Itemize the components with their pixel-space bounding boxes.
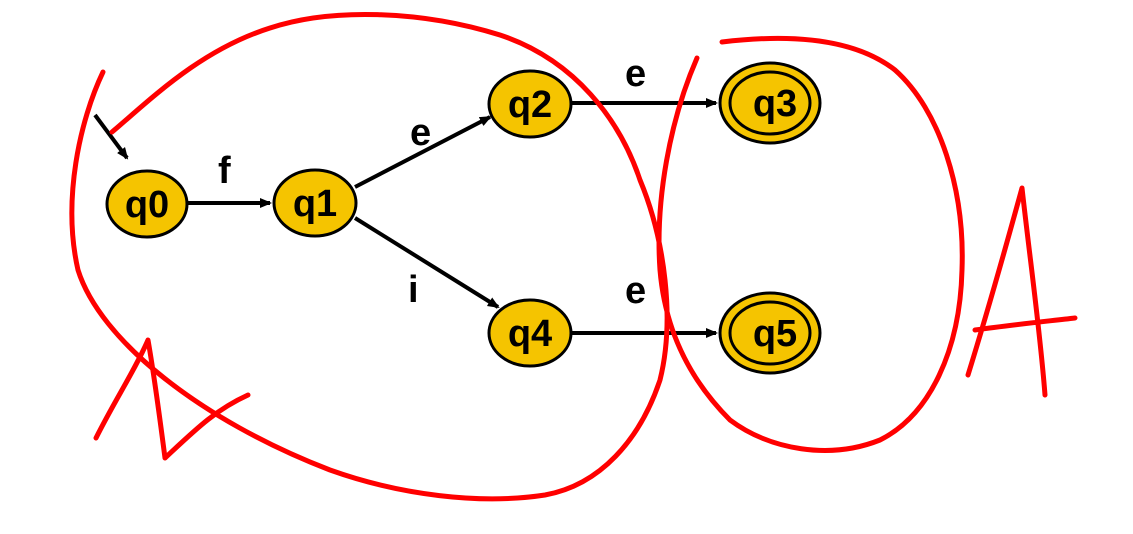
annotation-letter-a (965, 185, 1078, 398)
state-q1: q1 (272, 168, 358, 238)
state-q5: q5 (718, 291, 822, 375)
edge-label-q4-q5: e (625, 270, 646, 312)
state-label-q5: q5 (753, 313, 797, 355)
state-q2: q2 (487, 69, 573, 139)
edge-q1-q2 (354, 115, 492, 189)
handwritten-annotations (69, 11, 1078, 502)
edge-labels: f e i e e (218, 53, 646, 312)
state-label-q4: q4 (508, 313, 552, 355)
edge-label-q0-q1: f (218, 150, 231, 192)
start-arrow (93, 113, 129, 160)
right-group-loop (656, 35, 965, 453)
annotation-letter-n (93, 337, 251, 461)
state-q4: q4 (487, 298, 573, 368)
state-label-q2: q2 (508, 84, 552, 126)
edge-label-q1-q2: e (410, 112, 431, 154)
state-q3: q3 (718, 61, 822, 145)
state-label-q1: q1 (293, 183, 337, 225)
states: q0 q1 q2 q3 q4 q5 (105, 61, 822, 375)
state-label-q3: q3 (753, 83, 797, 125)
edge-label-q2-q3: e (625, 53, 646, 95)
state-q0: q0 (105, 169, 189, 239)
state-label-q0: q0 (125, 184, 169, 226)
edge-label-q1-q4: i (408, 269, 419, 311)
left-group-loop (69, 11, 670, 502)
edge-q1-q4 (353, 216, 500, 309)
